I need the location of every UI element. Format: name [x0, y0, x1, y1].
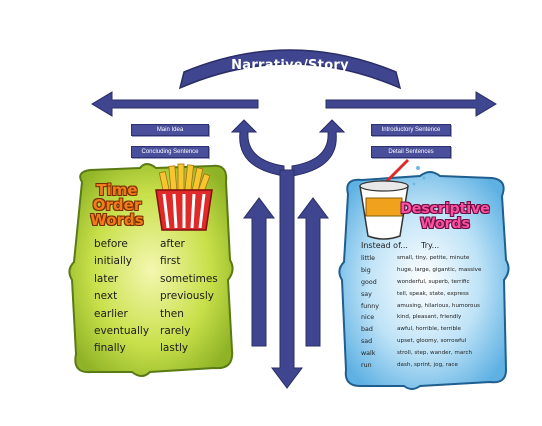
try-column: small, tiny, petite, minute huge, large,… [397, 253, 481, 372]
instead-word: say [361, 290, 372, 298]
time-word: next [94, 290, 118, 303]
time-words-right-column: after first sometimes previously then ra… [160, 236, 218, 358]
try-words: amusing, hilarious, humorous [397, 302, 480, 309]
center-down-arrow [271, 169, 303, 389]
up-arrow-left [243, 197, 275, 347]
main-idea-label: Main Idea [131, 124, 209, 136]
try-words: huge, large, gigantic, massive [397, 266, 482, 273]
descriptive-title-line: Words [420, 216, 470, 232]
time-order-title: Time Order Words [88, 183, 146, 228]
instead-word: little [361, 255, 376, 262]
time-word: previously [160, 290, 215, 303]
time-word: later [94, 272, 119, 285]
detail-sentences-label: Detail Sentences [371, 146, 451, 158]
instead-word: bad [361, 326, 373, 334]
instead-of-header: Instead of... [361, 241, 408, 250]
time-word: rarely [160, 324, 191, 337]
left-arrow [91, 91, 259, 117]
title-banner [178, 49, 402, 90]
time-word: earlier [94, 307, 128, 320]
try-words: small, tiny, petite, minute [397, 255, 470, 261]
descriptive-title-line: Descriptive [400, 201, 490, 217]
try-words: upset, gloomy, sorrowful [397, 338, 467, 345]
right-arrow [325, 91, 497, 117]
instead-word: sad [361, 338, 373, 346]
narrative-story-title: Narrative/Story [231, 58, 349, 73]
time-order-title-line: Words [90, 211, 144, 229]
drink-cup-icon [359, 158, 426, 240]
concluding-sentence-label: Concluding Sentence [131, 146, 209, 158]
try-words: dash, sprint, jog, race [397, 362, 458, 369]
time-word: initially [94, 255, 133, 268]
try-words: awful, horrible, terrible [397, 326, 461, 333]
instead-word: good [361, 278, 377, 286]
try-words: wonderful, superb, terrific [397, 278, 470, 285]
time-order-title-line: Order [92, 196, 142, 214]
instead-of-column: little big good say funny nice bad sad w… [361, 253, 379, 372]
introductory-sentence-label: Introductory Sentence [371, 124, 451, 136]
time-word: after [160, 238, 185, 250]
try-words: tell, speak, state, express [397, 290, 469, 297]
time-words-left-column: before initially later next earlier even… [94, 236, 149, 358]
time-word: before [94, 238, 128, 250]
time-word: sometimes [160, 272, 218, 285]
fries-icon [155, 163, 213, 231]
up-arrow-right [297, 197, 329, 347]
time-word: eventually [94, 324, 150, 337]
descriptive-words-title: Descriptive Words [398, 202, 492, 232]
time-word: then [160, 307, 184, 320]
instead-word: funny [361, 302, 379, 310]
time-word: lastly [160, 342, 189, 355]
time-word: finally [94, 342, 126, 355]
try-words: stroll, step, wander, march [397, 350, 473, 357]
curved-arrow-right [291, 119, 346, 177]
curved-arrow-left [230, 119, 285, 177]
instead-word: big [361, 266, 371, 274]
instead-word: walk [361, 350, 376, 358]
time-order-title-line: Time [96, 181, 138, 199]
try-header: Try... [421, 241, 440, 250]
try-words: kind, pleasant, friendly [397, 314, 462, 321]
instead-word: nice [361, 314, 375, 322]
time-word: first [160, 255, 181, 268]
instead-word: run [361, 362, 372, 370]
